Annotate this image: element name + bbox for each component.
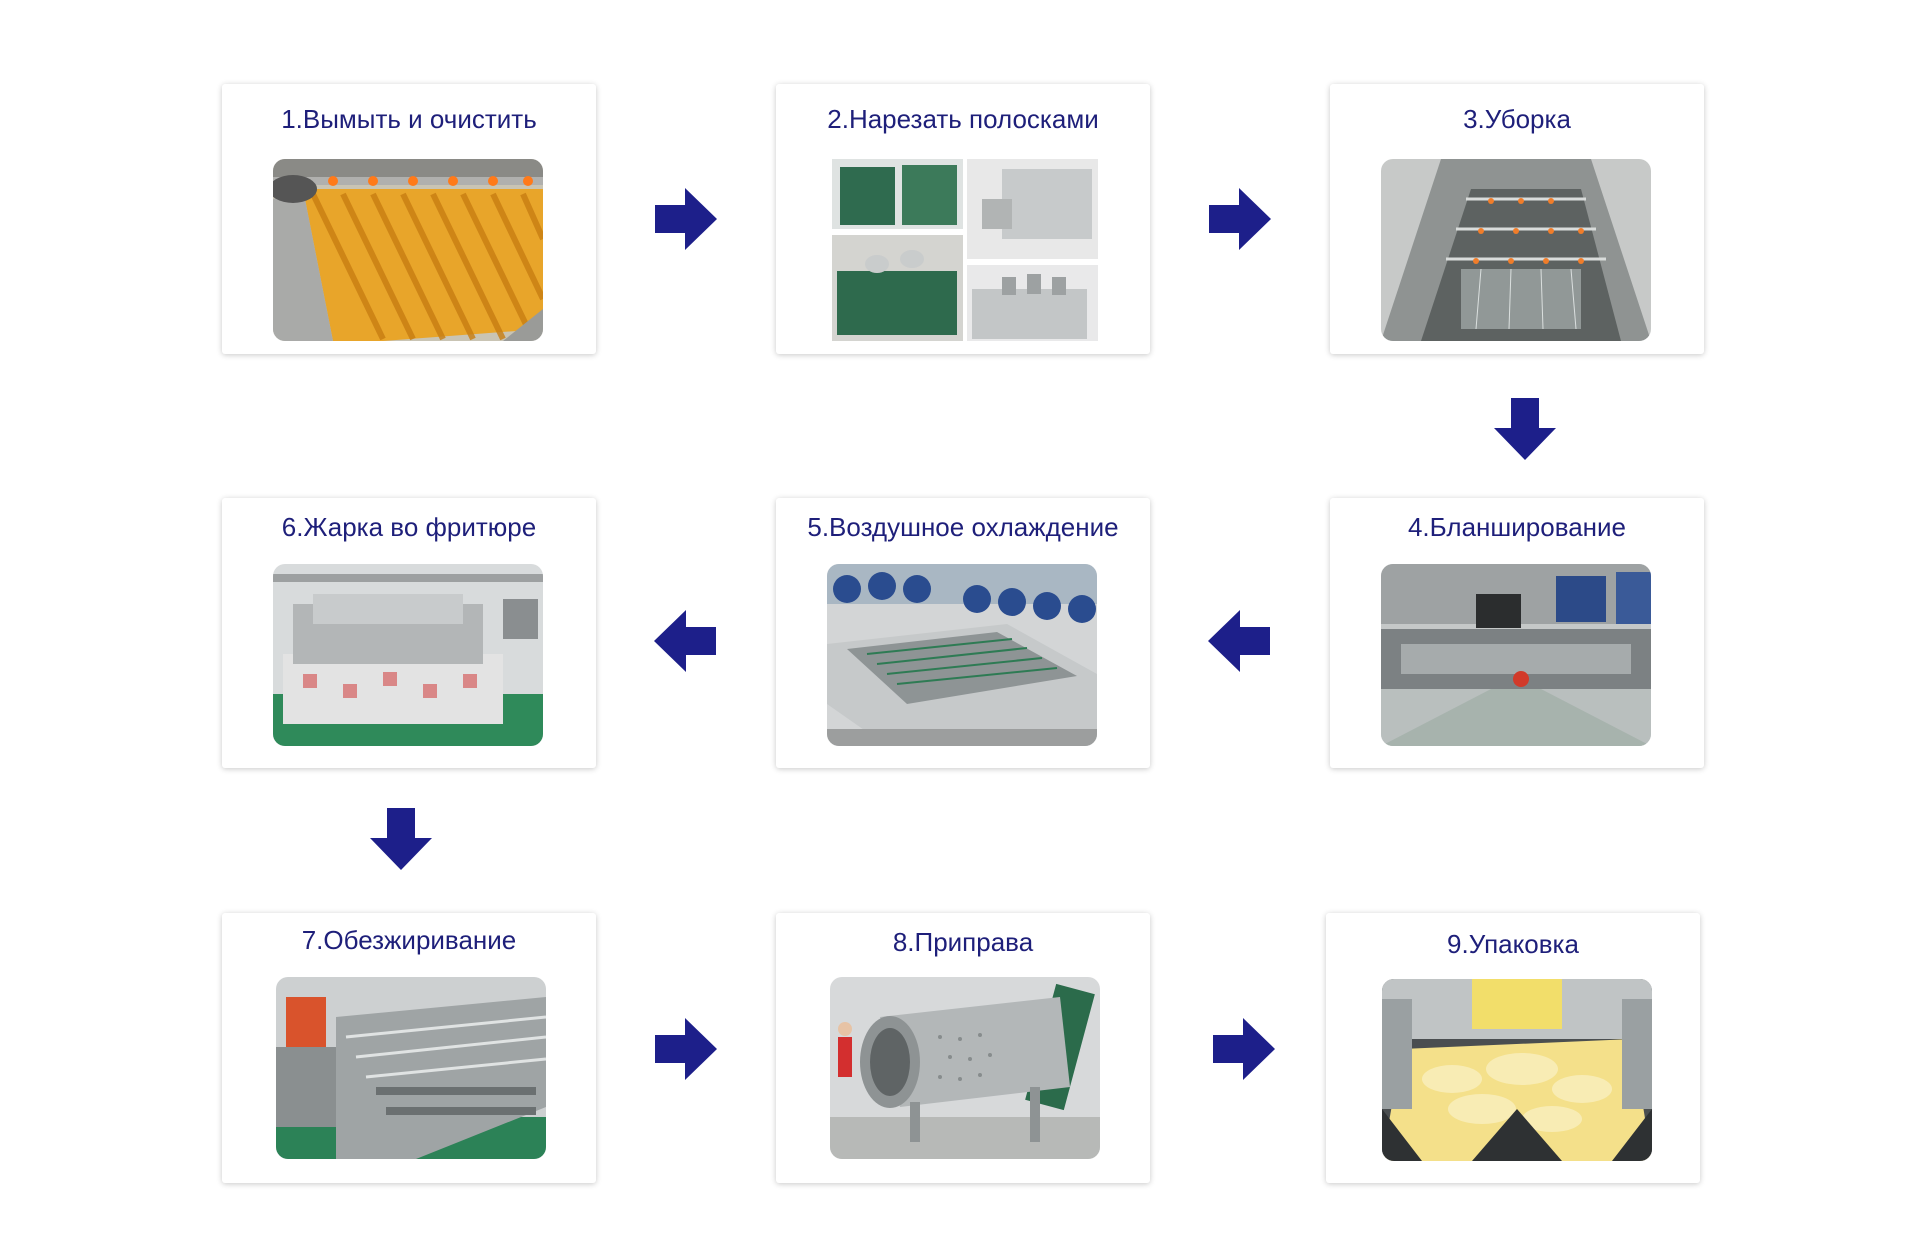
packing-weigher-photo [1382, 979, 1652, 1161]
arrow-right-icon [655, 1018, 717, 1080]
frying-machine-photo [273, 564, 543, 746]
step-card-6: 6.Жарка во фритюре [222, 498, 596, 768]
step-card-3: 3.Уборка [1330, 84, 1704, 354]
arrow-right-icon [1209, 188, 1271, 250]
blanching-line-photo [1381, 564, 1651, 746]
step-title: 8.Приправа [892, 927, 1034, 957]
arrow-down-icon [370, 808, 432, 870]
seasoning-drum-photo [830, 977, 1100, 1159]
arrow-right-icon [655, 188, 717, 250]
step-card-9: 9.Упаковка [1326, 913, 1700, 1183]
washing-peeling-machine-photo [273, 159, 543, 341]
arrow-left-icon [654, 610, 716, 672]
step-card-2: 2.Нарезать полосками [776, 84, 1150, 354]
washing-line-photo [1381, 159, 1651, 341]
step-card-1: 1.Вымыть и очистить [222, 84, 596, 354]
step-card-8: 8.Приправа [776, 913, 1150, 1183]
step-card-7: 7.Обезжиривание [222, 913, 596, 1183]
step-title: 9.Упаковка [1447, 929, 1579, 959]
step-title: 1.Вымыть и очистить [281, 104, 537, 134]
air-cooling-machine-photo [827, 564, 1097, 746]
step-title: 2.Нарезать полосками [827, 104, 1099, 134]
arrow-left-icon [1208, 610, 1270, 672]
arrow-right-icon [1213, 1018, 1275, 1080]
step-title: 3.Уборка [1463, 104, 1571, 134]
cutting-machine-collage-photo [832, 159, 1098, 341]
deoiling-machine-photo [276, 977, 546, 1159]
step-card-5: 5.Воздушное охлаждение [776, 498, 1150, 768]
arrow-down-icon [1494, 398, 1556, 460]
step-title: 4.Бланширование [1407, 512, 1627, 542]
step-title: 6.Жарка во фритюре [281, 512, 537, 542]
step-title: 7.Обезжиривание [301, 925, 517, 955]
step-title: 5.Воздушное охлаждение [807, 512, 1119, 542]
step-card-4: 4.Бланширование [1330, 498, 1704, 768]
